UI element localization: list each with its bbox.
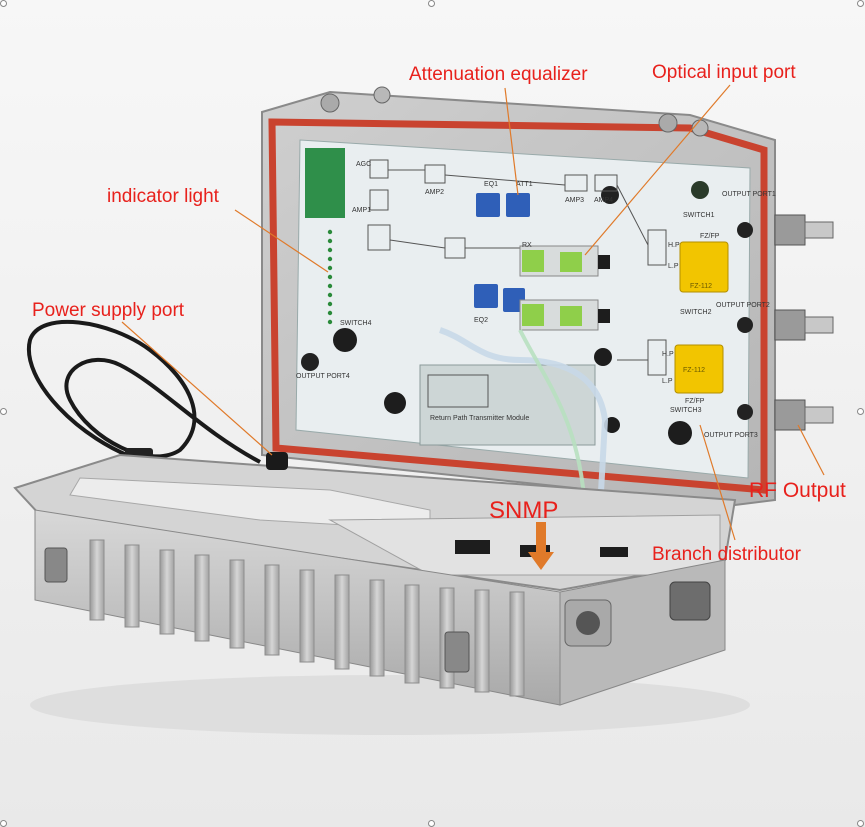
- switch1-label: SWITCH1: [683, 212, 715, 219]
- optical-connector-1: [522, 250, 544, 272]
- annotation-rf-output: RF Output: [749, 479, 846, 502]
- optical-connector-2: [522, 304, 544, 326]
- fzfp-bottom-label: FZ/FP: [685, 398, 705, 405]
- corner-mark: [857, 408, 864, 415]
- corner-mark: [0, 0, 7, 7]
- annotation-indicator-light: indicator light: [107, 186, 219, 207]
- annotation-branch-distributor: Branch distributor: [652, 544, 801, 565]
- power-cable: [26, 319, 261, 464]
- annotation-snmp: SNMP: [489, 497, 559, 524]
- fz112-top-label: FZ-112: [690, 283, 712, 290]
- output-port4-label: OUTPUT PORT4: [296, 373, 350, 380]
- return-module-area: [419, 364, 596, 446]
- switch4-label: SWITCH4: [340, 320, 372, 327]
- rx-label: RX: [522, 242, 532, 249]
- eq2-connector: [474, 284, 498, 308]
- fzfp-top-label: FZ/FP: [700, 233, 720, 240]
- eq2-label: EQ2: [474, 317, 488, 324]
- eq1-label: EQ1: [484, 181, 498, 188]
- corner-mark: [857, 0, 864, 7]
- switch3-label: SWITCH3: [670, 407, 702, 414]
- agc-label: AGC: [356, 161, 371, 168]
- hp-bottom-label: H.P: [662, 351, 674, 358]
- splitter-bottom: [674, 344, 724, 394]
- fiber-bundle: [439, 327, 609, 511]
- return-module-label: Return Path Transmitter Module: [430, 415, 529, 422]
- base-cap-right: [669, 581, 711, 621]
- amp2-label: AMP2: [425, 189, 444, 196]
- annotation-attenuation-equalizer: Attenuation equalizer: [409, 64, 588, 85]
- red-gasket: [268, 118, 768, 494]
- lid: [261, 86, 776, 511]
- annotation-optical-input-port: Optical input port: [652, 62, 796, 83]
- eq1-connector: [476, 193, 500, 217]
- power-supply-knob: [266, 452, 288, 470]
- att1-connector: [506, 193, 530, 217]
- board-label-group: OUTPUT PORT1 OUTPUT PORT2 OUTPUT PORT3 O…: [296, 161, 776, 439]
- lp-top-label: L.P: [668, 263, 679, 270]
- green-pcb: [305, 148, 345, 218]
- lp-bottom-label: L.P: [662, 378, 673, 385]
- schematic-lines: [367, 159, 667, 408]
- indicator-leds: [327, 229, 333, 325]
- annotation-leader-lines: [121, 84, 825, 541]
- amp1-label: AMP1: [352, 207, 371, 214]
- corner-mark: [857, 820, 864, 827]
- output-port3-label: OUTPUT PORT3: [704, 432, 758, 439]
- annotation-power-supply-port: Power supply port: [32, 300, 185, 321]
- switch2-label: SWITCH2: [680, 309, 712, 316]
- splitter-top: [679, 241, 729, 293]
- corner-mark: [0, 820, 7, 827]
- amp4-label: AMP4: [594, 197, 613, 204]
- fz112-bottom-label: FZ-112: [683, 367, 705, 374]
- corner-mark: [428, 0, 435, 7]
- amp3-label: AMP3: [565, 197, 584, 204]
- corner-mark: [428, 820, 435, 827]
- att1-label: ATT1: [516, 181, 533, 188]
- base-bolt-left: [44, 547, 68, 583]
- corner-mark: [0, 408, 7, 415]
- base-bolt-front: [444, 631, 470, 673]
- hp-top-label: H.P: [668, 242, 680, 249]
- snmp-arrow: [528, 522, 554, 570]
- rf-output-connectors: [774, 214, 834, 431]
- output-port1-label: OUTPUT PORT1: [722, 191, 776, 198]
- floor-shadow: [30, 675, 750, 735]
- output-port2-label: OUTPUT PORT2: [716, 302, 770, 309]
- heat-fins: [89, 539, 525, 697]
